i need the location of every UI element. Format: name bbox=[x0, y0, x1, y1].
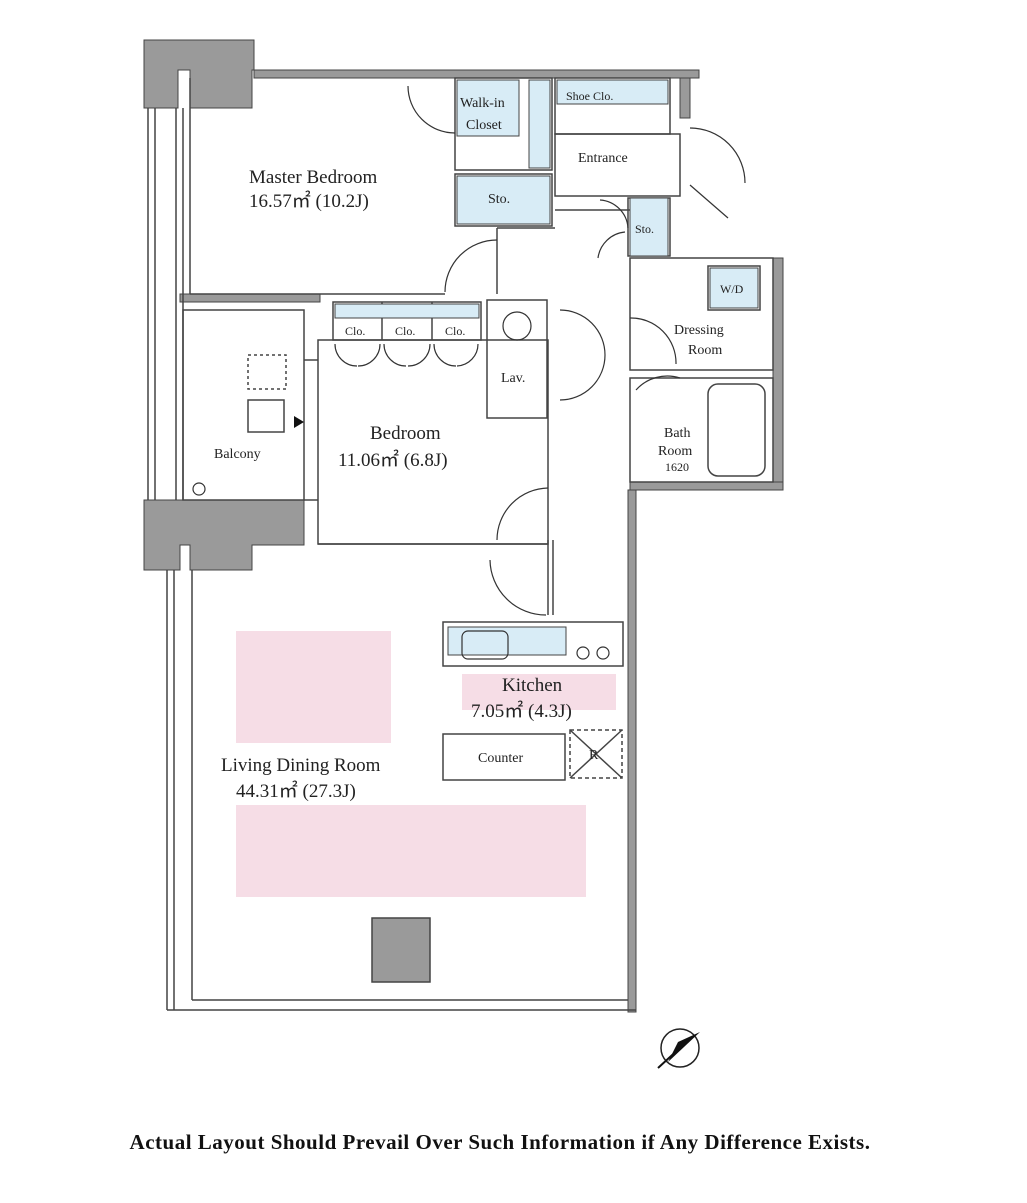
disclaimer-caption: Actual Layout Should Prevail Over Such I… bbox=[129, 1130, 871, 1154]
mid-left-pillar bbox=[143, 499, 305, 571]
walk-in-closet-label-2: Closet bbox=[466, 118, 502, 133]
living-highlight-areas bbox=[236, 631, 616, 897]
balcony-drain-icon bbox=[192, 482, 206, 496]
balcony-label: Balcony bbox=[214, 447, 261, 462]
stove-burner-icon bbox=[576, 646, 590, 660]
bedroom-area: 11.06㎡ (6.8J) bbox=[338, 448, 448, 471]
closet-label-3: Clo. bbox=[445, 324, 465, 338]
bath-room-label-1: Bath bbox=[664, 426, 690, 441]
interior-walls bbox=[147, 77, 774, 1011]
stove-burner-icon bbox=[596, 646, 610, 660]
dressing-room-label-2: Room bbox=[688, 343, 722, 358]
master-bedroom-name: Master Bedroom bbox=[249, 167, 377, 188]
washbasin-icon bbox=[502, 311, 532, 341]
living-dining-name: Living Dining Room bbox=[221, 755, 381, 776]
north-arrow-icon bbox=[657, 1028, 700, 1069]
top-wall bbox=[253, 69, 700, 79]
lavatory-label: Lav. bbox=[501, 371, 525, 386]
living-highlight-bottom bbox=[236, 805, 586, 897]
east-wall bbox=[627, 489, 637, 1013]
kitchen-area: 7.05㎡ (4.3J) bbox=[471, 699, 572, 722]
top-left-pillar bbox=[143, 39, 255, 109]
kitchen-name: Kitchen bbox=[502, 675, 563, 696]
entrance-wall-right bbox=[679, 77, 691, 119]
dividing-wall bbox=[179, 293, 321, 303]
door-swings bbox=[334, 85, 746, 616]
refrigerator-label: R bbox=[589, 748, 599, 763]
storage-label-2: Sto. bbox=[635, 222, 654, 236]
counter-label: Counter bbox=[478, 751, 523, 766]
closet-label-1: Clo. bbox=[345, 324, 365, 338]
balcony-arrow-icon bbox=[294, 416, 304, 428]
kitchen-highlight bbox=[462, 674, 616, 710]
living-highlight-top bbox=[236, 631, 391, 743]
bath-wall-right bbox=[772, 257, 784, 491]
living-dining-area: 44.31㎡ (27.3J) bbox=[236, 779, 356, 802]
dressing-room-label-1: Dressing bbox=[674, 323, 724, 338]
storage-fixtures bbox=[334, 79, 759, 656]
closet-label-2: Clo. bbox=[395, 324, 415, 338]
kitchen-appliances bbox=[192, 311, 610, 660]
entrance-label: Entrance bbox=[578, 151, 628, 166]
bath-room-size: 1620 bbox=[665, 460, 689, 474]
walk-in-closet-label-1: Walk-in bbox=[460, 96, 505, 111]
shoe-closet-label: Shoe Clo. bbox=[566, 89, 613, 103]
storage-label: Sto. bbox=[488, 192, 510, 207]
bath-wall-bottom bbox=[629, 481, 784, 491]
sink-icon bbox=[461, 630, 509, 660]
bedroom-name: Bedroom bbox=[370, 423, 441, 444]
washer-dryer-label: W/D bbox=[720, 282, 744, 296]
master-bedroom-area: 16.57㎡ (10.2J) bbox=[249, 189, 369, 212]
bath-room-label-2: Room bbox=[658, 444, 692, 459]
